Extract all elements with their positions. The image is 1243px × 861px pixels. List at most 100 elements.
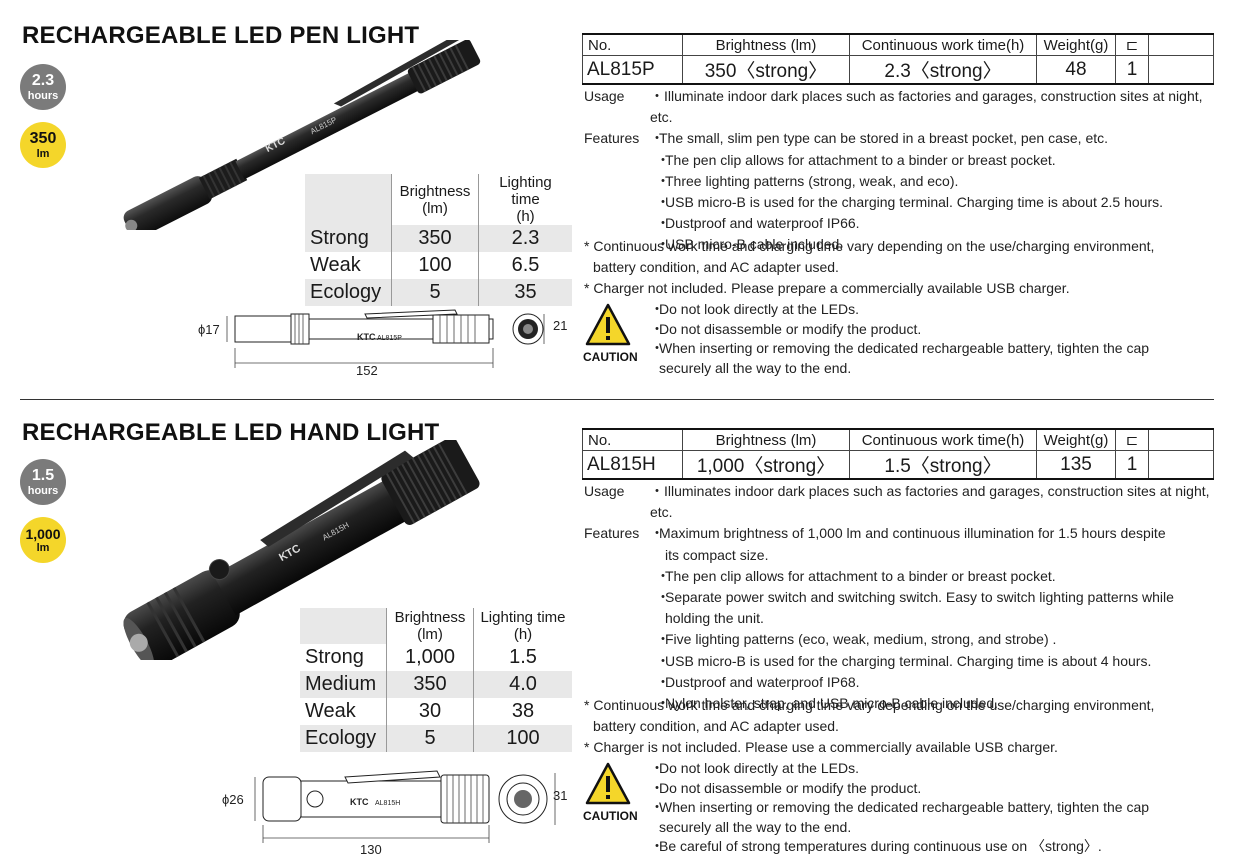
hand-lt-header-time: Lighting time (h) bbox=[473, 608, 572, 644]
hand-lt-mode: Ecology bbox=[300, 725, 387, 752]
pen-spec-worktime: 2.3〈strong〉 bbox=[849, 55, 1037, 85]
hand-spec-weight: 135 bbox=[1036, 450, 1116, 480]
hand-lt-corner bbox=[300, 608, 387, 644]
pen-feature-item: The pen clip allows for attachment to a … bbox=[665, 151, 1056, 168]
hand-lt-brightness: 30 bbox=[386, 698, 474, 725]
hand-feature-item: USB micro-B is used for the charging ter… bbox=[665, 652, 1152, 669]
hand-spec-header-brightness: Brightness (lm) bbox=[682, 428, 850, 451]
hand-runtime-value: 1.5 bbox=[31, 466, 55, 484]
pen-lumen-value: 350 bbox=[29, 129, 57, 147]
pen-caution-item: Do not disassemble or modify the product… bbox=[659, 320, 922, 337]
hand-feature-item: Nylon holster, strap, and USB micro-B ca… bbox=[665, 695, 999, 712]
hand-spec-table: No. Brightness (lm) Continuous work time… bbox=[582, 428, 1214, 480]
hand-lt-header-brightness: Brightness (lm) bbox=[386, 608, 474, 644]
hand-feature-item: The pen clip allows for attachment to a … bbox=[665, 567, 1056, 584]
hand-notes: * Continuous work time and charging time… bbox=[584, 695, 1224, 759]
pen-lumen-unit: lm bbox=[36, 147, 50, 160]
hand-features-label: Features bbox=[584, 525, 640, 542]
hand-lt-time: 4.0 bbox=[473, 671, 572, 698]
pen-lt-mode: Weak bbox=[310, 254, 361, 276]
hand-caution-item: Be careful of strong temperatures during… bbox=[659, 838, 1102, 854]
pen-feature-item: The small, slim pen type can be stored i… bbox=[659, 130, 1109, 147]
pen-lumen-badge: 350 lm bbox=[20, 122, 66, 168]
hand-drawing-model: AL815H bbox=[375, 800, 400, 807]
pen-usage-label: Usage bbox=[584, 88, 625, 104]
hand-dimension-drawing: KTC AL815H bbox=[254, 770, 556, 843]
hand-dim-head: 31 bbox=[553, 788, 568, 803]
pen-notes: * Continuous work time and charging time… bbox=[584, 236, 1224, 300]
table-row: Weak 100 6.5 bbox=[305, 252, 572, 279]
pen-lt-brightness: 350 bbox=[391, 225, 479, 252]
table-row: Medium 350 4.0 bbox=[300, 671, 572, 698]
pen-lt-mode: Strong bbox=[305, 225, 392, 252]
hand-note: battery condition, and AC adapter used. bbox=[593, 718, 839, 735]
table-row: Strong 1,000 1.5 bbox=[300, 644, 572, 671]
hand-feature-item: Separate power switch and switching swit… bbox=[665, 589, 1174, 606]
hand-dim-diameter: ϕ26 bbox=[222, 792, 244, 807]
hand-spec-qty: 1 bbox=[1115, 450, 1149, 480]
hand-runtime-unit: hours bbox=[27, 484, 59, 497]
hand-lt-time: 1.5 bbox=[473, 644, 572, 671]
table-row: Strong 350 2.3 bbox=[305, 225, 572, 252]
pen-spec-brightness: 350〈strong〉 bbox=[682, 55, 850, 85]
hand-lumen-unit: lm bbox=[36, 541, 50, 554]
hand-usage-label: Usage bbox=[584, 483, 625, 499]
pen-lt-time: 2.3 bbox=[478, 225, 572, 252]
hand-light-photo: KTC AL815H bbox=[123, 440, 480, 660]
section-divider bbox=[20, 399, 1214, 400]
hand-feature-item: Dustproof and waterproof IP68. bbox=[665, 673, 860, 690]
hand-spec-no: AL815H bbox=[582, 450, 683, 480]
hand-lt-mode: Medium bbox=[300, 671, 387, 698]
hand-section-title: RECHARGEABLE LED HAND LIGHT bbox=[22, 419, 440, 446]
pen-spec-no: AL815P bbox=[582, 55, 683, 85]
pen-runtime-badge: 2.3 hours bbox=[20, 64, 66, 110]
hand-lumen-value: 1,000 bbox=[25, 525, 61, 542]
hand-spec-header-worktime: Continuous work time(h) bbox=[849, 428, 1037, 451]
table-row: Weak 30 38 bbox=[300, 698, 572, 725]
hand-feature-item: its compact size. bbox=[665, 546, 769, 563]
pen-lt-time: 35 bbox=[478, 279, 572, 306]
table-row: Ecology 5 35 bbox=[305, 279, 572, 306]
pen-feature-item: USB micro-B cable included. bbox=[665, 236, 844, 253]
hand-dim-length: 130 bbox=[360, 842, 382, 857]
hand-drawing-brand: KTC bbox=[350, 797, 369, 807]
pen-drawing-brand: KTC bbox=[357, 332, 376, 342]
pen-caution-item: Do not look directly at the LEDs. bbox=[659, 301, 859, 317]
pen-spec-header-weight: Weight(g) bbox=[1036, 33, 1116, 56]
hand-spec-header-weight: Weight(g) bbox=[1036, 428, 1116, 451]
pen-spec-header-worktime: Continuous work time(h) bbox=[849, 33, 1037, 56]
pen-caution-warning-icon bbox=[585, 303, 631, 346]
hand-features: Usage ・Illuminates indoor dark places suc… bbox=[584, 481, 1224, 714]
hand-caution-label: CAUTION bbox=[583, 809, 638, 823]
hand-note: * Continuous work time and charging time… bbox=[584, 697, 1155, 713]
hand-usage-text: ・Illuminates indoor dark places such as … bbox=[650, 483, 1210, 521]
pen-lt-header-brightness: Brightness (lm) bbox=[391, 174, 479, 225]
hand-lumen-badge: 1,000 lm bbox=[20, 517, 66, 563]
hand-lt-mode: Weak bbox=[305, 700, 356, 722]
pen-lt-brightness: 100 bbox=[391, 252, 479, 279]
hand-caution-item: Do not look directly at the LEDs. bbox=[659, 760, 859, 776]
hand-feature-item: Maximum brightness of 1,000 lm and conti… bbox=[659, 525, 1166, 542]
pen-note: battery condition, and AC adapter used. bbox=[593, 259, 839, 276]
pen-note: * Charger not included. Please prepare a… bbox=[584, 280, 1070, 297]
pen-lt-brightness: 5 bbox=[391, 279, 479, 306]
pen-dim-length: 152 bbox=[356, 363, 378, 378]
hand-runtime-badge: 1.5 hours bbox=[20, 459, 66, 505]
pen-spec-qty: 1 bbox=[1115, 55, 1149, 85]
pen-dim-head: 21 bbox=[553, 318, 568, 333]
hand-caution-warning-icon bbox=[585, 762, 631, 805]
pen-lt-mode: Ecology bbox=[305, 279, 392, 306]
hand-lt-mode: Strong bbox=[305, 646, 364, 668]
hand-lt-time: 100 bbox=[473, 725, 572, 752]
pen-spec-weight: 48 bbox=[1036, 55, 1116, 85]
hand-note: * Charger is not included. Please use a … bbox=[584, 739, 1058, 756]
pen-usage-text: ・Illuminate indoor dark places such as f… bbox=[650, 88, 1203, 126]
pen-lt-time: 6.5 bbox=[478, 252, 572, 279]
table-row: Ecology 5 100 bbox=[300, 725, 572, 752]
pen-section-title: RECHARGEABLE LED PEN LIGHT bbox=[22, 22, 420, 49]
hand-caution-item: Do not disassemble or modify the product… bbox=[659, 779, 922, 796]
pen-caution-item: When inserting or removing the dedicated… bbox=[659, 340, 1150, 356]
pen-caution-item: securely all the way to the end. bbox=[659, 359, 852, 376]
hand-spec-header-qty-icon: ⊏ bbox=[1115, 428, 1149, 451]
pen-features: Usage ・Illuminate indoor dark places such… bbox=[584, 86, 1224, 256]
